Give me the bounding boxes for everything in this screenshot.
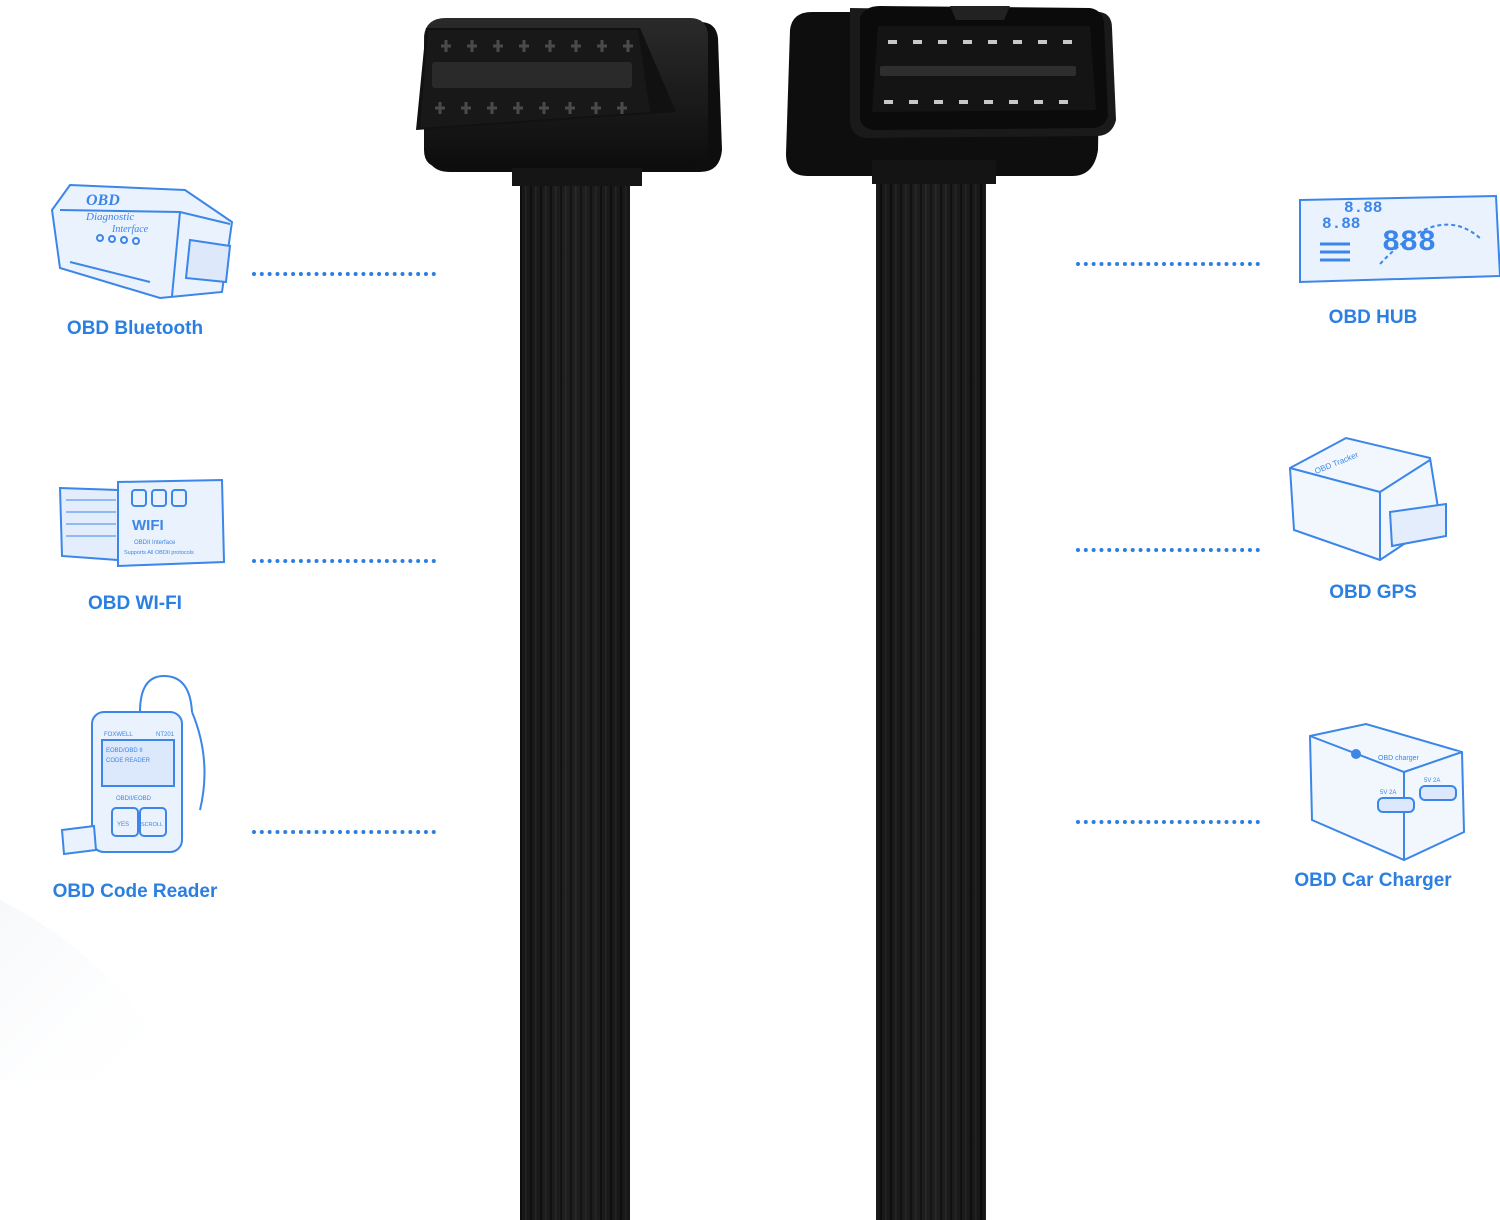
- code-reader-link-line: [252, 830, 436, 834]
- svg-text:Interface: Interface: [111, 224, 149, 235]
- svg-text:OBD: OBD: [86, 192, 120, 209]
- obd-wifi-adapter-icon: WIFI OBDII Interface Supports All OBDII …: [58, 478, 226, 568]
- label-obd-gps: OBD GPS: [1329, 582, 1417, 603]
- female-pin: [438, 102, 442, 114]
- male-pin-row-bottom: [884, 100, 1068, 104]
- bluetooth-link-line: [252, 272, 436, 276]
- male-pin: [1034, 100, 1043, 104]
- male-pin-row-top: [888, 40, 1072, 44]
- label-obd-bluetooth: OBD Bluetooth: [66, 318, 204, 339]
- wifi-link-line: [252, 559, 436, 563]
- male-pin: [934, 100, 943, 104]
- svg-text:OBDII Interface: OBDII Interface: [134, 540, 176, 546]
- svg-text:Diagnostic: Diagnostic: [85, 211, 134, 223]
- right-flat-cable: [876, 170, 986, 1220]
- svg-text:8.88: 8.88: [1344, 199, 1382, 217]
- female-pin: [626, 40, 630, 52]
- male-pin: [984, 100, 993, 104]
- male-pin: [1063, 40, 1072, 44]
- female-pin: [594, 102, 598, 114]
- male-pin: [913, 40, 922, 44]
- svg-text:CODE READER: CODE READER: [106, 758, 151, 764]
- female-pin: [516, 102, 520, 114]
- gps-link-line: [1076, 548, 1260, 552]
- svg-text:WIFI: WIFI: [132, 517, 164, 534]
- svg-text:OBD charger: OBD charger: [1378, 755, 1420, 762]
- obd-code-reader-icon: FOXWELL NT201 EOBD/OBD II CODE READER OB…: [60, 674, 206, 856]
- svg-text:SCROLL: SCROLL: [141, 822, 163, 828]
- female-pin: [542, 102, 546, 114]
- obd-hud-display-icon: 8.88 8.88 888: [1299, 194, 1500, 284]
- svg-text:5V 2A: 5V 2A: [1380, 790, 1396, 796]
- female-pin: [464, 102, 468, 114]
- female-pin-row-top: [441, 40, 633, 52]
- charger-link-line: [1076, 820, 1260, 824]
- female-pin: [470, 40, 474, 52]
- female-pin: [568, 102, 572, 114]
- male-pin: [938, 40, 947, 44]
- male-pin: [884, 100, 893, 104]
- svg-text:NT201: NT201: [156, 732, 175, 738]
- svg-text:FOXWELL: FOXWELL: [104, 732, 133, 738]
- female-pin: [620, 102, 624, 114]
- female-pin: [444, 40, 448, 52]
- female-pin: [522, 40, 526, 52]
- female-pin: [490, 102, 494, 114]
- female-pin: [574, 40, 578, 52]
- label-obd-code-reader: OBD Code Reader: [52, 881, 218, 902]
- male-pin: [1059, 100, 1068, 104]
- svg-text:YES: YES: [117, 822, 129, 828]
- female-pin-row-bottom: [435, 102, 627, 114]
- male-pin: [909, 100, 918, 104]
- male-pin: [1013, 40, 1022, 44]
- svg-text:EOBD/OBD II: EOBD/OBD II: [106, 748, 143, 754]
- label-obd-wifi: OBD WI-FI: [88, 593, 182, 614]
- svg-text:5V 2A: 5V 2A: [1424, 778, 1440, 784]
- svg-text:OBDII/EOBD: OBDII/EOBD: [116, 796, 152, 802]
- female-pin: [600, 40, 604, 52]
- male-pin: [988, 40, 997, 44]
- svg-text:Supports All OBDII protocols: Supports All OBDII protocols: [124, 550, 194, 556]
- female-pin: [496, 40, 500, 52]
- label-obd-hub: OBD HUB: [1328, 307, 1418, 328]
- female-pin: [548, 40, 552, 52]
- male-pin: [1009, 100, 1018, 104]
- male-pin: [959, 100, 968, 104]
- obd-bluetooth-adapter-icon: OBD Diagnostic Interface: [50, 183, 234, 300]
- obd-gps-tracker-icon: OBD Tracker: [1288, 436, 1447, 562]
- label-obd-car-charger: OBD Car Charger: [1294, 870, 1452, 891]
- obd-car-charger-icon: OBD charger 5V 2A 5V 2A: [1308, 722, 1466, 862]
- male-pin: [888, 40, 897, 44]
- female-connector: [416, 18, 722, 186]
- svg-text:8.88: 8.88: [1322, 215, 1360, 233]
- male-connector: [786, 6, 1116, 184]
- male-pin: [1038, 40, 1047, 44]
- background-haze: [0, 900, 180, 1080]
- left-flat-cable: [520, 170, 630, 1220]
- male-pin: [963, 40, 972, 44]
- hub-link-line: [1076, 262, 1260, 266]
- svg-text:888: 888: [1382, 226, 1436, 260]
